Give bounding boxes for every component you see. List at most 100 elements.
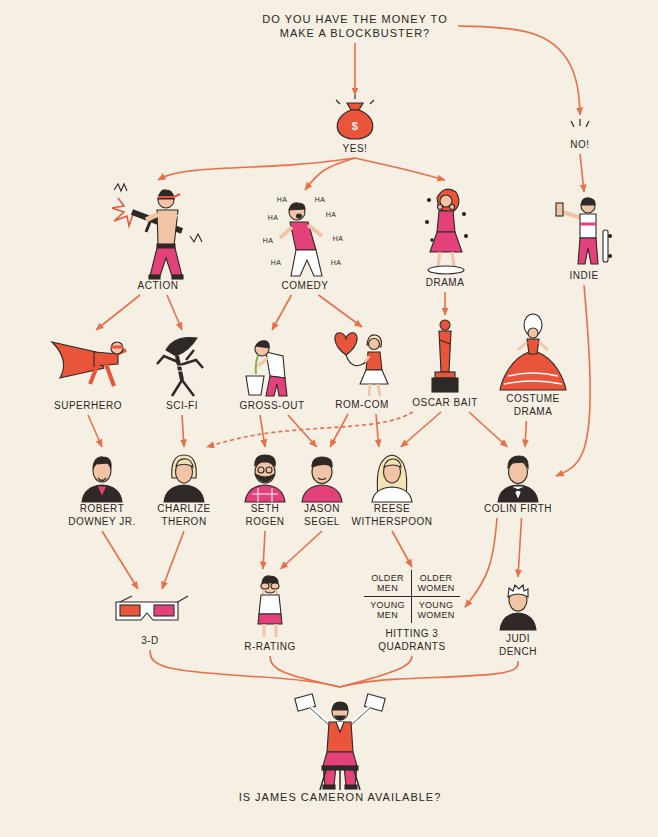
romcom-figure-part (366, 352, 382, 370)
feature-node: R-RATING (235, 572, 305, 653)
colin-face-part (498, 485, 538, 502)
alien-figure (157, 338, 203, 397)
laugh-text: HA (271, 259, 282, 266)
flow-arrow (444, 292, 446, 315)
oscar-statue (432, 320, 458, 392)
node-label: OSCAR BAIT (405, 396, 485, 409)
3d-glasses-part (116, 602, 178, 620)
genre-node: DRAMA (405, 183, 485, 289)
flow-arrow (260, 415, 265, 447)
oscar-statue-part (435, 372, 455, 378)
flow-arrow (263, 531, 265, 569)
kid-figure-part (271, 583, 279, 589)
costume-figure-part (504, 373, 562, 384)
rdj-face-part (97, 486, 107, 497)
seth-face-part (252, 488, 278, 502)
laugh-text: HA (331, 259, 342, 266)
node-label: JASON SEGEL (295, 502, 349, 528)
quadrant-cell: YOUNG WOMEN (412, 597, 460, 623)
charlize-face (164, 455, 204, 502)
drama-figure-part (465, 235, 468, 238)
costume-figure-part (527, 339, 539, 354)
colin-face-part (512, 486, 524, 500)
answer-node: NO! (555, 118, 605, 151)
romcom-figure (335, 333, 388, 396)
node-label: DRAMA (405, 276, 485, 289)
oscar-statue-part (439, 331, 451, 372)
node-label: JUDI DENCH (488, 632, 548, 658)
flow-arrow (376, 414, 379, 447)
jason-face (302, 457, 342, 502)
cameron-figure-part (345, 785, 357, 789)
action-figure-part (146, 222, 150, 232)
kid-figure-part (264, 624, 276, 637)
subgenre-node: OSCAR BAIT (405, 318, 485, 409)
indie-figure-part (563, 212, 581, 218)
flow-arrow (458, 26, 580, 115)
laugh-text: HA (277, 196, 288, 203)
actor-node: COLIN FIRTH (483, 450, 553, 515)
comedy-figure-part (297, 214, 302, 218)
flow-arrow (518, 518, 522, 577)
drama-figure-part (437, 189, 459, 212)
seth-face (245, 455, 285, 502)
costume-figure-part (528, 328, 538, 338)
flow-arrow (340, 656, 412, 687)
indie-figure-part (580, 223, 596, 226)
cameron-figure-part (336, 722, 344, 732)
reese-face (372, 455, 412, 502)
comedy-figure-part (289, 203, 305, 210)
costume-figure-part (500, 352, 566, 390)
flow-arrow (272, 295, 292, 330)
action-figure-part (172, 275, 183, 279)
action-figure-part (157, 244, 175, 248)
3d-glasses-part (120, 605, 140, 616)
grossout-figure-part (256, 355, 258, 374)
indie-figure-part (578, 238, 598, 264)
judi-face (500, 585, 536, 630)
node-label: SUPERHERO (48, 399, 128, 412)
flow-arrow (305, 158, 355, 190)
subgenre-node: SCI-FI (147, 333, 217, 412)
kid-figure-part (258, 614, 282, 624)
grossout-figure-part (258, 358, 268, 366)
money-bag (336, 95, 374, 139)
flow-arrow (340, 661, 518, 687)
actor-node: CHARLIZE THERON (146, 450, 222, 528)
indie-figure-part (609, 235, 612, 238)
genre-node: COMEDY (260, 193, 350, 292)
kid-figure-part (262, 576, 278, 583)
kid-figure-part (261, 583, 269, 589)
drama-figure-part (428, 199, 431, 202)
node-label: R-RATING (235, 640, 305, 653)
question-node: IS JAMES CAMERON AVAILABLE? (215, 690, 465, 804)
flow-arrow (465, 518, 497, 607)
kid-figure (258, 576, 282, 637)
node-label: ROBERT DOWNEY JR. (62, 502, 142, 528)
flow-arrow (469, 412, 508, 447)
seth-face-part (266, 467, 272, 473)
node-label: HITTING 3 QUADRANTS (362, 627, 462, 653)
dollar-sign: $ (352, 121, 359, 132)
cameron-figure-part (322, 766, 358, 770)
node-label: REESE WITHERSPOON (348, 502, 436, 528)
drama-figure-part (430, 232, 462, 252)
3d-glasses (116, 596, 188, 620)
rdj-face (82, 457, 122, 502)
node-label: IS JAMES CAMERON AVAILABLE? (215, 790, 465, 804)
flow-arrow (270, 656, 340, 687)
action-figure-part (190, 234, 202, 242)
costume-figure (500, 314, 566, 390)
feature-node: 3-D (110, 592, 190, 647)
node-label: NO! (555, 138, 605, 151)
indie-figure-part (603, 230, 608, 262)
superhero-figure-part (90, 364, 114, 386)
actor-node: SETH ROGEN (237, 450, 293, 528)
kid-figure-part (259, 595, 281, 614)
alien-figure-part (157, 350, 203, 396)
indie-figure (556, 198, 612, 264)
